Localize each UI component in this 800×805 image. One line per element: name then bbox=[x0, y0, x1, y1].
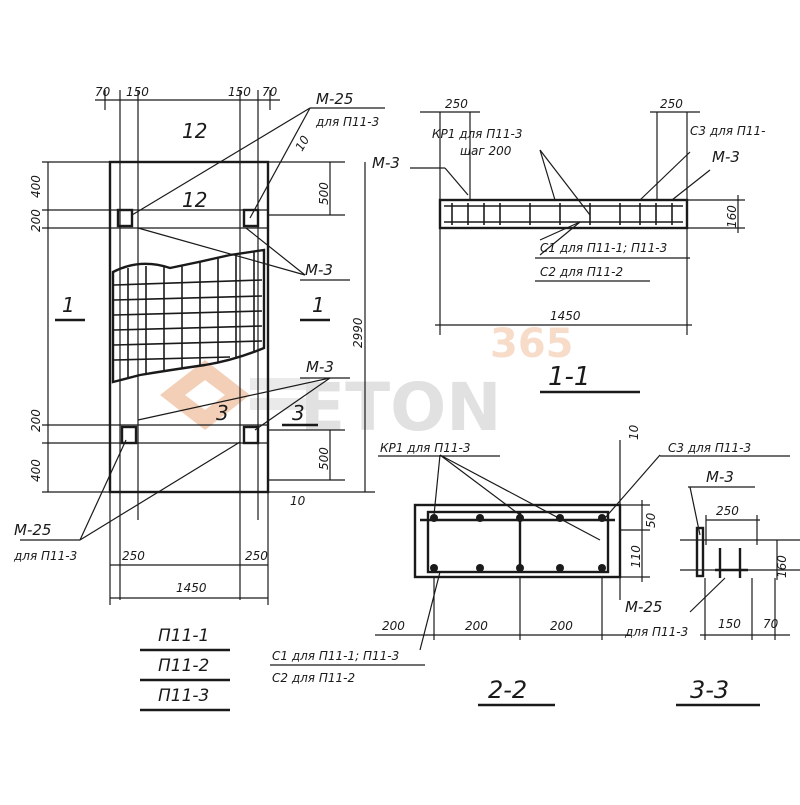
sec33-dim-70: 70 bbox=[763, 617, 779, 631]
sec11-dim-160: 160 bbox=[725, 205, 739, 228]
sec33-label-m25: М-25 bbox=[625, 598, 662, 616]
sec11-label-m3-left: М-3 bbox=[372, 154, 400, 172]
mark-p11-3: П11-3 bbox=[158, 686, 209, 706]
watermark-logo-icon bbox=[160, 360, 310, 430]
dim-bottom-250-right: 250 bbox=[245, 549, 268, 563]
dim-right-500-top: 500 bbox=[317, 182, 331, 205]
sec22-dim-200-a: 200 bbox=[382, 619, 405, 633]
dim-bottom-250-left: 250 bbox=[122, 549, 145, 563]
label-m25-bottom-note: для П11-3 bbox=[13, 549, 77, 563]
dim-top-70-left: 70 bbox=[95, 85, 111, 99]
plan-mesh bbox=[111, 248, 266, 384]
sec11-dim-1450: 1450 bbox=[550, 309, 581, 323]
section-mark-1-left: 1 bbox=[62, 293, 75, 317]
label-m25-bottom: М-25 bbox=[14, 521, 51, 539]
sec33-label-m25-note: для П11-3 bbox=[624, 625, 688, 639]
sec22-dim-10: 10 bbox=[627, 424, 641, 440]
sec11-title: 1-1 bbox=[548, 362, 590, 392]
sec22-dim-50: 50 bbox=[644, 512, 658, 528]
section-mark-3-left: 3 bbox=[216, 401, 229, 425]
embed-m25-top-left bbox=[116, 208, 134, 228]
label-m25-top-note: для П11-3 bbox=[315, 115, 379, 129]
dim-left-400-bottom: 400 bbox=[29, 459, 43, 482]
sec11-label-c3: С3 для П11- bbox=[690, 124, 765, 138]
dim-height-2990: 2990 bbox=[351, 317, 365, 348]
dim-right-10-bottom: 10 bbox=[290, 494, 306, 508]
dim-top-70-right: 70 bbox=[262, 85, 278, 99]
dim-right-10-top: 10 bbox=[292, 133, 312, 154]
sec33-dim-250: 250 bbox=[716, 504, 739, 518]
label-m3-upper: М-3 bbox=[305, 261, 333, 279]
sec11-label-c2: С2 для П11-2 bbox=[540, 265, 623, 279]
sec22-label-kr1: КР1 для П11-3 bbox=[380, 441, 470, 455]
dim-top-150-left: 150 bbox=[126, 85, 149, 99]
sec22-title: 2-2 bbox=[488, 676, 527, 704]
sec11-label-c1: С1 для П11-1; П11-3 bbox=[540, 241, 667, 255]
section-2-2: 10 50 110 200 200 200 КР1 для П11-3 С3 д… bbox=[270, 424, 790, 707]
watermark-top: 365 bbox=[490, 321, 574, 367]
section-3-3: 250 160 150 70 М-3 М-25 для П11-3 3-3 bbox=[624, 468, 800, 707]
sec22-dim-200-c: 200 bbox=[550, 619, 573, 633]
label-m3-lower: М-3 bbox=[306, 358, 334, 376]
sec11-label-step: шаг 200 bbox=[460, 144, 512, 158]
sec22-label-c3: С3 для П11-3 bbox=[668, 441, 751, 455]
section-mark-12-inner: 12 bbox=[182, 188, 207, 212]
sec33-label-m3: М-3 bbox=[706, 468, 734, 486]
mark-p11-2: П11-2 bbox=[158, 656, 209, 676]
dim-left-400-top: 400 bbox=[29, 175, 43, 198]
plan-outline bbox=[108, 160, 270, 494]
embed-m25-bottom-right bbox=[242, 425, 260, 445]
sec33-title: 3-3 bbox=[690, 676, 729, 704]
section-mark-3-right: 3 bbox=[292, 401, 305, 425]
sec22-dim-200-b: 200 bbox=[465, 619, 488, 633]
sec11-label-kr1: КР1 для П11-3 bbox=[432, 127, 522, 141]
dim-left-200-bottom: 200 bbox=[29, 409, 43, 432]
dim-right-500-bottom: 500 bbox=[317, 447, 331, 470]
sec11-dim-250-left: 250 bbox=[445, 97, 468, 111]
sec22-label-c1: С1 для П11-1; П11-3 bbox=[272, 649, 399, 663]
watermark: ETON 365 bbox=[160, 321, 574, 446]
embed-m25-bottom-left bbox=[120, 425, 138, 445]
sec22-label-c2: С2 для П11-2 bbox=[272, 671, 355, 685]
section-mark-12-top: 12 bbox=[182, 119, 207, 143]
label-m25-top: М-25 bbox=[316, 90, 353, 108]
sec11-label-m3-right: М-3 bbox=[712, 148, 740, 166]
embed-m25-top-right bbox=[242, 208, 260, 228]
sec33-plate bbox=[695, 526, 705, 578]
dim-left-200-top: 200 bbox=[29, 209, 43, 232]
sec11-dim-250-right: 250 bbox=[660, 97, 683, 111]
section-22-bars bbox=[430, 514, 606, 572]
sec33-dim-150: 150 bbox=[718, 617, 741, 631]
section-11-bars bbox=[451, 203, 673, 225]
section-22-cage bbox=[426, 510, 610, 574]
mark-p11-1: П11-1 bbox=[158, 626, 209, 646]
watermark-main: ETON bbox=[300, 369, 501, 446]
section-11-outline bbox=[438, 198, 689, 230]
plan-view: 400 200 200 400 70 150 150 70 10 500 500… bbox=[13, 85, 385, 605]
sec22-dim-110: 110 bbox=[629, 545, 643, 568]
dim-top-150-right: 150 bbox=[228, 85, 251, 99]
section-1-1: 250 250 160 1450 КР1 для П11-3 шаг 200 М… bbox=[372, 97, 765, 394]
dim-width-1450: 1450 bbox=[176, 581, 207, 595]
section-mark-1-right: 1 bbox=[312, 293, 325, 317]
sec33-dim-160: 160 bbox=[775, 555, 789, 578]
mark-list: П11-1 П11-2 П11-3 bbox=[140, 626, 230, 712]
